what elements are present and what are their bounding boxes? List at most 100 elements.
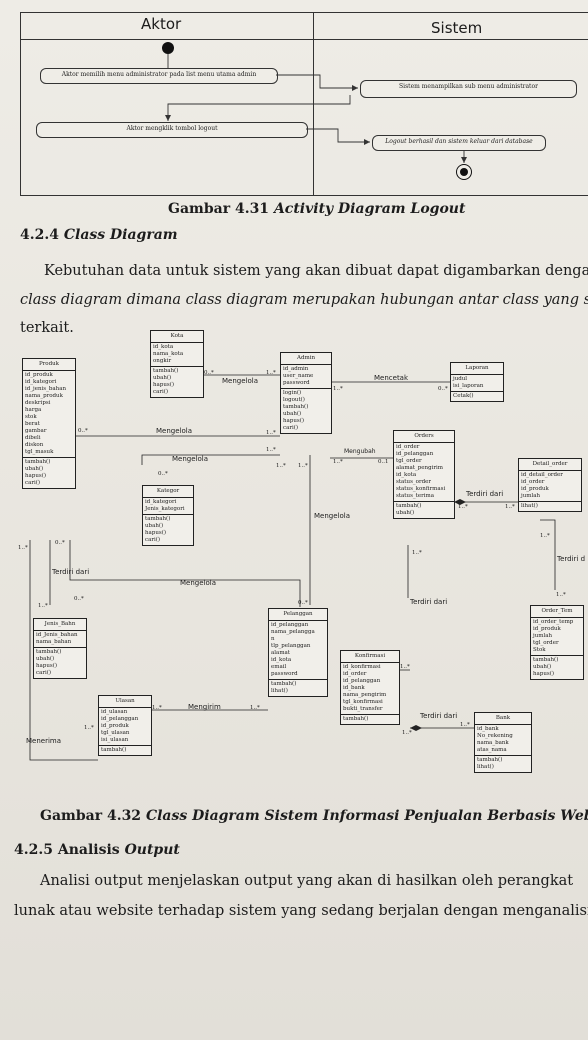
class-attribute: ongkir xyxy=(153,358,172,364)
relation-label: Mengelola xyxy=(314,512,350,520)
class-operation: cari() xyxy=(283,425,299,431)
class-operations: tambah()ubah()hapus()cari() xyxy=(143,515,193,545)
class-attribute: id_produk xyxy=(101,723,129,729)
multiplicity: 0..* xyxy=(74,596,84,602)
class-operations: login()logout()tambah()ubah()hapus()cari… xyxy=(281,389,331,433)
class-attribute: tgl_order xyxy=(533,640,559,646)
multiplicity: 1..* xyxy=(458,504,468,510)
class-attribute: id_kota xyxy=(271,657,292,663)
class-operation: tambah() xyxy=(101,747,127,753)
class-attribute: id_order_temp xyxy=(533,619,574,625)
paragraph-line: terkait. xyxy=(20,320,74,336)
class-attribute: Jenis_kategori xyxy=(145,506,185,512)
class-operation: lihat() xyxy=(477,764,494,770)
multiplicity: 0..* xyxy=(158,471,168,477)
class-operation: tambah() xyxy=(25,459,51,465)
class-attribute: id_ulasan xyxy=(101,709,128,715)
end-node-inner xyxy=(460,168,468,176)
class-attribute: dibeli xyxy=(25,435,41,441)
class-attribute: id_pelanggan xyxy=(343,678,381,684)
relation-label: Terdiri dari xyxy=(466,490,504,498)
class-attribute: password xyxy=(271,671,298,677)
swimlane-header xyxy=(21,13,588,40)
class-attribute: id_produk xyxy=(521,486,549,492)
class-operation: ubah() xyxy=(36,656,55,662)
multiplicity: 0..* xyxy=(298,600,308,606)
class-attribute: id_kategori xyxy=(145,499,177,505)
activity-diagram: Aktor Sistem Aktor memilih menu administ… xyxy=(20,0,588,200)
class-attribute: harga xyxy=(25,407,42,413)
relation-label: Mengelola xyxy=(180,579,216,587)
class-operation: hapus() xyxy=(533,671,554,677)
relation-label: Mengubah xyxy=(344,448,376,455)
class-operations: tambah()lihat() xyxy=(269,680,327,696)
class-attribute: id_kategori xyxy=(25,379,57,385)
relation-label: Terdiri dari xyxy=(52,568,90,576)
class-operation: tambah() xyxy=(36,649,62,655)
class-attribute: berat xyxy=(25,421,40,427)
class-attribute: tgl_order xyxy=(396,458,422,464)
relation-label: Mengelola xyxy=(172,455,208,463)
class-operation: ubah() xyxy=(283,411,302,417)
class-attribute: tgl_ulasan xyxy=(101,730,130,736)
class-attribute: status_terima xyxy=(396,493,434,499)
multiplicity: 1..* xyxy=(276,463,286,469)
multiplicity: 0..1 xyxy=(378,459,389,465)
class-operation: login() xyxy=(283,390,302,396)
class-operation: tambah() xyxy=(533,657,559,663)
class-attribute: atas_nama xyxy=(477,747,507,753)
class-operation: cari() xyxy=(145,537,161,543)
class-attribute: id_pelanggan xyxy=(396,451,434,457)
class-attribute: tgl_masuk xyxy=(25,449,54,455)
multiplicity: 1..* xyxy=(400,664,410,670)
multiplicity: 1..* xyxy=(402,730,412,736)
multiplicity: 0..* xyxy=(204,370,214,376)
class-attribute: gambar xyxy=(25,428,47,434)
class-operation: tambah() xyxy=(343,716,369,722)
multiplicity: 1..* xyxy=(152,705,162,711)
class-attribute: status_konfirmasi xyxy=(396,486,446,492)
class-operation: lihat() xyxy=(521,503,538,509)
class-attribute: id_kota xyxy=(153,344,174,350)
multiplicity: 1..* xyxy=(333,459,343,465)
class-attribute: nama_pelangga xyxy=(271,629,315,635)
class-operation: tambah() xyxy=(271,681,297,687)
activity-flows xyxy=(165,54,467,163)
class-operation: tambah() xyxy=(477,757,503,763)
class-attribute: id_Jenis_bahan xyxy=(36,632,78,638)
class-attribute: id_produk xyxy=(533,626,561,632)
activity-system-logout-success: Logout berhasil dan sistem keluar dari d… xyxy=(372,135,546,151)
relation-label: Mengelola xyxy=(222,377,258,385)
class-attribute: id_order xyxy=(521,479,545,485)
activity-system-show-submenu: Sistem menampilkan sub menu administrato… xyxy=(360,80,577,98)
class-operation: ubah() xyxy=(533,664,552,670)
class-operation: ubah() xyxy=(145,523,164,529)
class-operations: tambah()ubah() xyxy=(394,502,454,518)
class-attribute: id_konfirmasi xyxy=(343,664,381,670)
lane-system-title: Sistem xyxy=(431,19,483,37)
multiplicity: 1..* xyxy=(505,504,515,510)
swimlane: Aktor Sistem xyxy=(20,12,588,196)
class-attribute: nama_produk xyxy=(25,393,63,399)
class-operations: tambah()ubah()hapus()cari() xyxy=(34,648,86,678)
class-attribute: bukti_transfer xyxy=(343,706,383,712)
class-operations: lihat() xyxy=(519,502,581,511)
class-operation: cari() xyxy=(25,480,41,486)
class-attribute: stok xyxy=(25,414,37,420)
relation-label: Terdiri dari xyxy=(410,598,448,606)
class-attribute: nama_bank xyxy=(477,740,509,746)
class-operation: cari() xyxy=(36,670,52,676)
class-operation: ubah() xyxy=(25,466,44,472)
class-attribute: No_rekening xyxy=(477,733,513,739)
multiplicity: 1..* xyxy=(556,592,566,598)
multiplicity: 1..* xyxy=(266,430,276,436)
